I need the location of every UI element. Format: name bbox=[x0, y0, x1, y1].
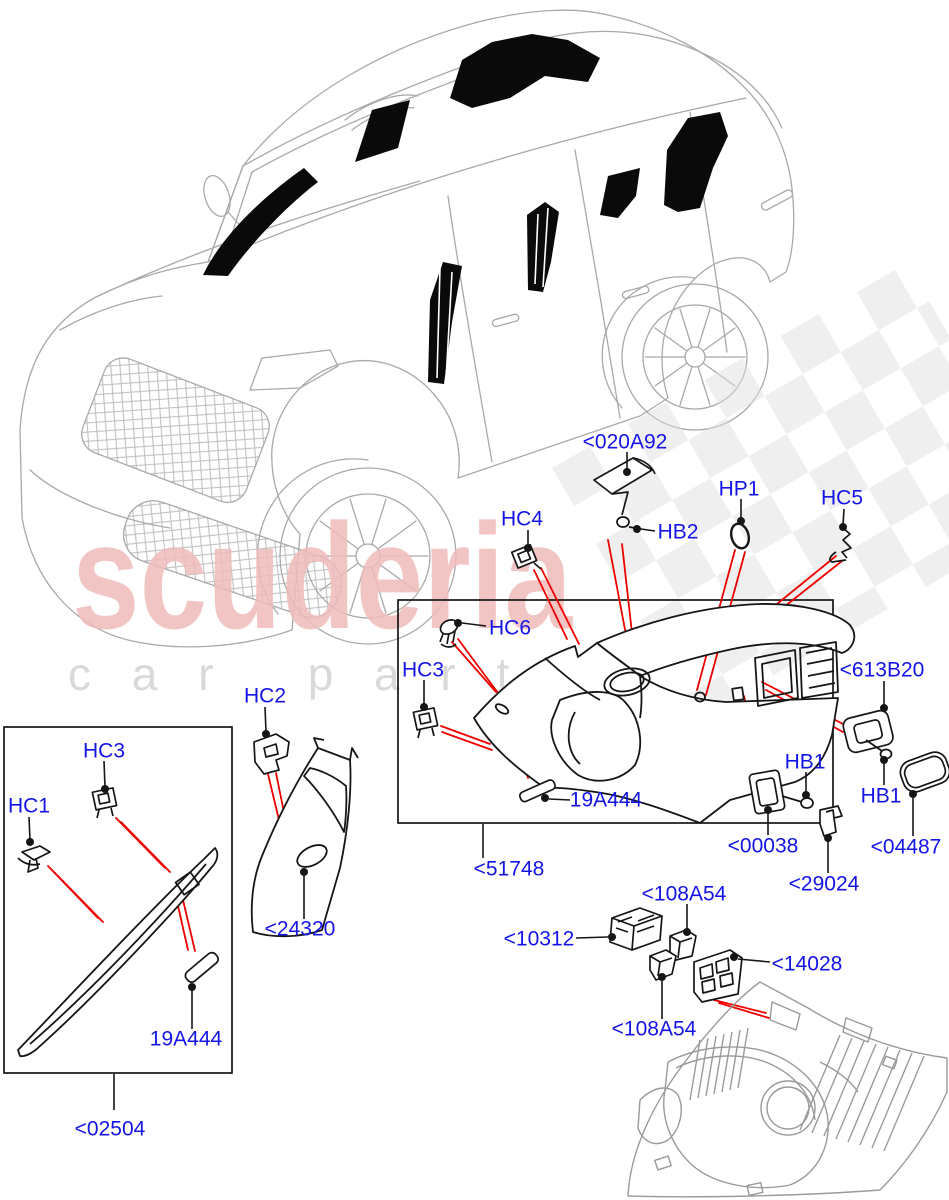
quarter-trim-panel-drawing bbox=[473, 603, 856, 824]
trim-black-roof-blob bbox=[450, 34, 600, 108]
panel-speaker-ring-outer bbox=[603, 667, 651, 697]
car-mirror bbox=[203, 175, 231, 217]
clip-hc2-drawing bbox=[253, 733, 290, 775]
bracket-020a92-drawing bbox=[593, 457, 656, 530]
panel-pocket bbox=[550, 691, 642, 782]
panel-round-hole bbox=[694, 691, 706, 703]
b-pillar-trim-prongs bbox=[313, 737, 359, 761]
trim-black-c-pillar-upper bbox=[600, 168, 640, 218]
car-roof-rail-slot-2 bbox=[760, 189, 794, 211]
trim-black-header bbox=[355, 100, 410, 162]
panel-vent-slots bbox=[754, 641, 839, 707]
trim-black-b-pillar bbox=[428, 262, 462, 384]
a-pillar-box bbox=[3, 726, 233, 1074]
a-pillar-trim-clip-slot bbox=[174, 871, 200, 896]
trim-black-a-pillar-band bbox=[203, 168, 318, 276]
bezel-613b20-drawing bbox=[842, 709, 894, 760]
b-pillar-trim-slot bbox=[303, 767, 348, 833]
trim-black-rear-quarter bbox=[664, 112, 728, 212]
panel-square-hole bbox=[731, 686, 745, 702]
car-beltline bbox=[469, 97, 747, 169]
a-pillar-trim-inner-line bbox=[29, 863, 207, 1045]
front-wheel bbox=[257, 458, 457, 645]
leader-dots bbox=[26, 468, 917, 991]
panel-oval-hole bbox=[494, 703, 510, 715]
car-grille bbox=[81, 357, 270, 504]
a-pillar-trim-drawing bbox=[17, 847, 219, 1058]
car-door-handle-front bbox=[491, 313, 520, 328]
fastener-drawings bbox=[17, 457, 949, 1003]
b-pillar-trim-drawing bbox=[250, 737, 359, 938]
car-door-seam-front bbox=[447, 195, 493, 463]
clip-hc3-panel-drawing bbox=[412, 707, 439, 739]
watermark-brand-text: scuderia bbox=[72, 492, 573, 660]
switch-14028-drawing bbox=[693, 949, 743, 1003]
car-hood-crease bbox=[95, 180, 421, 298]
insert-19a444-panel-drawing bbox=[518, 779, 556, 803]
panel-speaker-ring-inner bbox=[609, 671, 645, 693]
highlighted-trim-areas bbox=[203, 34, 728, 384]
panel-crease-lines bbox=[544, 657, 643, 719]
insert-19a444-pillar-drawing bbox=[184, 951, 219, 983]
panel-top-flange bbox=[596, 603, 856, 677]
clip-hc1-drawing bbox=[17, 845, 51, 873]
car-body-outline bbox=[19, 9, 795, 648]
bracket-29024-drawing bbox=[819, 805, 843, 837]
watermark: scuderia car parts bbox=[68, 263, 949, 720]
b-pillar-trim-body bbox=[250, 747, 352, 938]
car-bumper-lines bbox=[29, 295, 171, 529]
car-headlight bbox=[249, 349, 339, 391]
load-compartment-panel-drawing bbox=[627, 981, 948, 1198]
cover-04487-drawing bbox=[899, 751, 949, 793]
car-rear-quarter bbox=[545, 30, 783, 129]
b-pillar-trim-cup bbox=[296, 844, 328, 868]
a-pillar-trim-body bbox=[17, 847, 219, 1058]
checkered-flag-watermark bbox=[552, 263, 949, 720]
grommet-hp1-drawing bbox=[729, 522, 751, 550]
car-door-seam-rear bbox=[574, 149, 621, 419]
car-lower-intake bbox=[122, 500, 342, 619]
clip-108a54-bottom-drawing bbox=[649, 949, 677, 981]
clip-hc5-drawing bbox=[829, 527, 852, 563]
housing-10312-drawing bbox=[609, 907, 663, 951]
trim-highlight-gaps bbox=[436, 207, 549, 381]
car-door-handle-rear bbox=[621, 285, 650, 300]
black-leader-lines bbox=[28, 452, 914, 1110]
